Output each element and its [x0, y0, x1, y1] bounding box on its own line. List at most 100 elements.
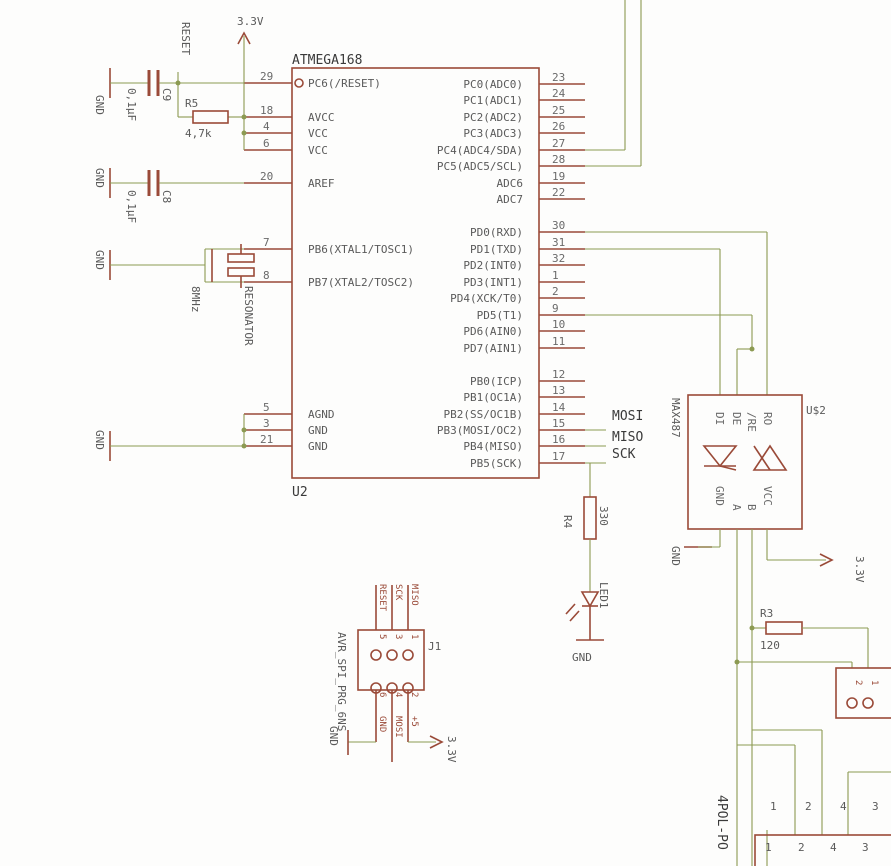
pin-name: PD3(INT1) [463, 276, 523, 289]
c9-value: 0,1µF [125, 88, 138, 121]
pin-num: 7 [263, 236, 270, 249]
mcu-left-pin-stubs [244, 82, 292, 447]
vcc-arrow-top: 3.3V [237, 15, 264, 150]
j1-pin-label: MOSI [393, 716, 403, 738]
small-connector: 2 1 [734, 659, 891, 719]
gnd-label: GND [93, 250, 106, 270]
j1-pin-label: RESET [377, 584, 387, 612]
j1-pin-num: 6 [377, 692, 387, 697]
pin-de: DE [730, 412, 743, 425]
resonator-name: RESONATOR [242, 286, 255, 346]
pin-num: 3 [862, 841, 869, 854]
pin-name: PC2(ADC2) [463, 111, 523, 124]
j1-pin-num: 2 [409, 692, 419, 697]
pin-name: PC5(ADC5/SCL) [437, 160, 523, 173]
vcc-label: 3.3V [853, 556, 866, 583]
pin-name: PB2(SS/OC1B) [444, 408, 523, 421]
pin-name: GND [308, 440, 328, 453]
j1-name: AVR_SPI_PRG_6NS [335, 632, 348, 731]
r4-ref: R4 [561, 515, 574, 529]
pin-num: 2 [798, 841, 805, 854]
pin-name: PC3(ADC3) [463, 127, 523, 140]
pin-num: 27 [552, 137, 565, 150]
max487-name: MAX487 [669, 398, 682, 438]
pin-num: 19 [552, 170, 565, 183]
pin-num: 17 [552, 450, 565, 463]
pin-num: 15 [552, 417, 565, 430]
r3-ref: R3 [760, 607, 773, 620]
pin-name: PD1(TXD) [470, 243, 523, 256]
j1-pin-num: 3 [393, 634, 403, 639]
pin-num: 32 [552, 252, 565, 265]
r5-resistor: R5 4,7k [178, 97, 229, 140]
pin-num: 8 [263, 269, 270, 282]
c8-ref: C8 [160, 190, 173, 203]
pin-name: PC6(/RESET) [308, 77, 381, 90]
gnd-label: GND [93, 168, 106, 188]
r3-resistor: R3 120 [749, 607, 869, 668]
reset-net-label: RESET [179, 22, 192, 55]
pin-num: 1 [552, 269, 559, 282]
r5-ref: R5 [185, 97, 198, 110]
pin-name: VCC [308, 144, 328, 157]
mcu-ref: U2 [292, 485, 308, 500]
mcu-right-pin-stubs [539, 83, 585, 464]
pin-name: PB6(XTAL1/TOSC1) [308, 243, 414, 256]
pin-num: 11 [552, 335, 565, 348]
pin-num: 3 [263, 417, 270, 430]
vcc-label: 3.3V [237, 15, 264, 28]
pin-num: 4 [830, 841, 837, 854]
pin-num: 2 [805, 800, 812, 813]
r4-value: 330 [597, 506, 610, 526]
pin-b: B [745, 504, 758, 511]
j1-pin-num: 4 [393, 692, 403, 697]
pin-num: 20 [260, 170, 273, 183]
pin-num: 23 [552, 71, 565, 84]
pin-name: PB5(SCK) [470, 457, 523, 470]
pin-name: ADC6 [497, 177, 524, 190]
j1-pin-num: 5 [377, 634, 387, 639]
pin-num: 2 [552, 285, 559, 298]
pin-vcc: VCC [761, 486, 774, 506]
j1-spi-header: RESET SCK MISO 5 3 1 6 4 2 GND MOSI +5 J… [327, 584, 458, 763]
pin-name: PD6(AIN0) [463, 325, 523, 338]
pin-num: 18 [260, 104, 273, 117]
pin-num: 5 [263, 401, 270, 414]
mcu-right-pins: PC0(ADC0) 23 PC1(ADC1) 24 PC2(ADC2) 25 P… [437, 71, 566, 470]
pin-name: PB0(ICP) [470, 375, 523, 388]
j1-pin-num: 1 [409, 634, 419, 639]
max487-ref: U$2 [806, 404, 826, 417]
right-side-wires [585, 0, 768, 497]
pin-name: PB1(OC1A) [463, 391, 523, 404]
j1-pin-label: GND [377, 716, 387, 732]
pin-num: 30 [552, 219, 565, 232]
vcc-label: 3.3V [445, 736, 458, 763]
j1-pin-label: SCK [393, 584, 403, 601]
gnd-label: GND [572, 651, 592, 664]
connector-name: 4POL-PO [714, 795, 729, 850]
pin-num: 3 [872, 800, 879, 813]
pin-name: PC0(ADC0) [463, 78, 523, 91]
pin-num: 24 [552, 87, 566, 100]
pin-num: 26 [552, 120, 565, 133]
pin-num: 4 [840, 800, 847, 813]
mosi-net-label: MOSI [612, 409, 643, 424]
pin-num: 10 [552, 318, 565, 331]
pin-num: 1 [869, 680, 879, 685]
pin-num: 16 [552, 433, 565, 446]
j1-pin-label: +5 [409, 716, 419, 727]
gnd-label: GND [93, 430, 106, 450]
pin-num: 4 [263, 120, 270, 133]
pin-num: 29 [260, 70, 273, 83]
gnd-label: GND [669, 546, 682, 566]
pin-num: 2 [853, 680, 863, 685]
j1-ref: J1 [428, 640, 441, 653]
pin-num: 13 [552, 384, 565, 397]
pin-di: DI [713, 412, 726, 425]
gnd-label: GND [93, 95, 106, 115]
r4-led-network: 330 R4 LED1 GND [561, 496, 610, 664]
max487: MAX487 U$2 DI DE /RE RO GND A B VCC 3.3V… [669, 394, 866, 866]
pin-ro: RO [761, 412, 774, 425]
